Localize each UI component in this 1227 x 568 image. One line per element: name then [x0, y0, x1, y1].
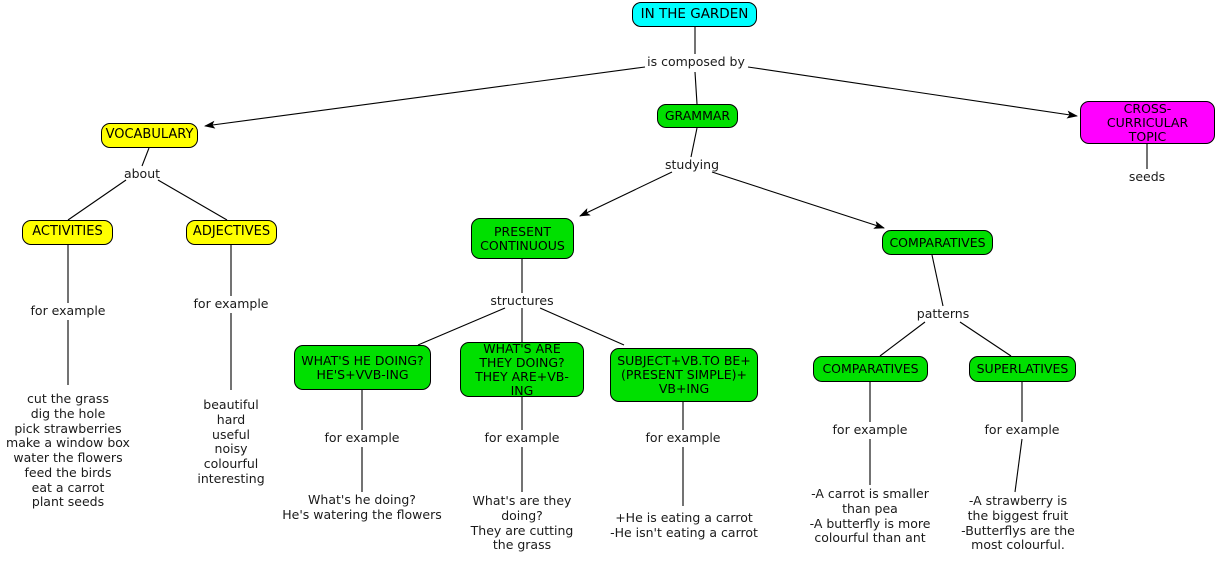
link-label-for-example-activities: for example: [30, 303, 106, 318]
edge-composed-to-vocabulary: [204, 66, 646, 129]
node-comparatives-top[interactable]: COMPARATIVES: [882, 230, 993, 255]
edge-comparatives-to-patterns: [931, 254, 944, 307]
node-in-the-garden[interactable]: IN THE GARDEN: [632, 2, 757, 27]
edge-structures-to-he: [417, 307, 506, 346]
leaf-activities-list: cut the grass dig the hole pick strawber…: [6, 391, 130, 510]
edge-studying-to-present-continuous: [579, 171, 673, 217]
link-label-studying: studying: [665, 157, 719, 172]
node-structure-whats-are-they-doing[interactable]: WHAT'S ARE THEY DOING? THEY ARE+VB-ING: [460, 341, 584, 397]
edge-composed-to-cross-curricular: [747, 66, 1078, 119]
node-structure-whats-he-doing[interactable]: WHAT'S HE DOING? HE'S+VVB-ING: [294, 345, 431, 390]
edge-vocabulary-to-about: [141, 147, 150, 167]
node-adjectives[interactable]: ADJECTIVES: [186, 220, 277, 245]
edge-about-to-adjectives: [157, 179, 228, 221]
edge-grammar-to-studying: [690, 127, 698, 158]
link-label-patterns: patterns: [916, 306, 970, 321]
leaf-example-superlatives: -A strawberry is the biggest fruit -Butt…: [961, 493, 1075, 553]
link-label-for-example-adjectives: for example: [193, 296, 269, 311]
edge-structures-to-subject: [539, 307, 625, 346]
leaf-adjectives-list: beautiful hard useful noisy colourful in…: [197, 397, 265, 486]
link-label-for-example-he: for example: [324, 430, 400, 445]
leaf-seeds: seeds: [1128, 169, 1166, 184]
edge-example-to-superlatives-text: [1014, 438, 1023, 493]
link-label-for-example-comparatives: for example: [832, 422, 908, 437]
node-present-continuous[interactable]: PRESENT CONTINUOUS: [471, 218, 574, 259]
node-activities[interactable]: ACTIVITIES: [22, 220, 113, 245]
node-cross-curricular-topic[interactable]: CROSS-CURRICULAR TOPIC: [1080, 101, 1215, 144]
edge-patterns-to-superlatives-leaf: [959, 321, 1012, 357]
node-vocabulary[interactable]: VOCABULARY: [101, 123, 198, 148]
leaf-example-he: What's he doing? He's watering the flowe…: [282, 492, 442, 522]
node-comparatives-leaf[interactable]: COMPARATIVES: [813, 356, 928, 382]
link-label-is-composed-by: is composed by: [647, 54, 745, 69]
edge-patterns-to-comparatives-leaf: [879, 321, 926, 357]
link-label-for-example-subject: for example: [645, 430, 721, 445]
link-label-structures: structures: [490, 293, 554, 308]
node-structure-subject-vb-to-be[interactable]: SUBJECT+VB.TO BE+ (PRESENT SIMPLE)+ VB+I…: [610, 348, 758, 402]
link-label-about: about: [123, 166, 161, 181]
leaf-example-they: What's are they doing? They are cutting …: [470, 493, 574, 553]
edge-composed-to-grammar: [694, 71, 698, 105]
edge-studying-to-comparatives: [711, 171, 885, 229]
link-label-for-example-superlatives: for example: [984, 422, 1060, 437]
link-label-for-example-they: for example: [484, 430, 560, 445]
edge-about-to-activities: [67, 179, 127, 221]
node-grammar[interactable]: GRAMMAR: [657, 104, 738, 128]
leaf-example-comparatives: -A carrot is smaller than pea -A butterf…: [809, 486, 931, 546]
node-superlatives-leaf[interactable]: SUPERLATIVES: [969, 356, 1076, 382]
leaf-example-subject: +He is eating a carrot -He isn't eating …: [610, 510, 758, 540]
